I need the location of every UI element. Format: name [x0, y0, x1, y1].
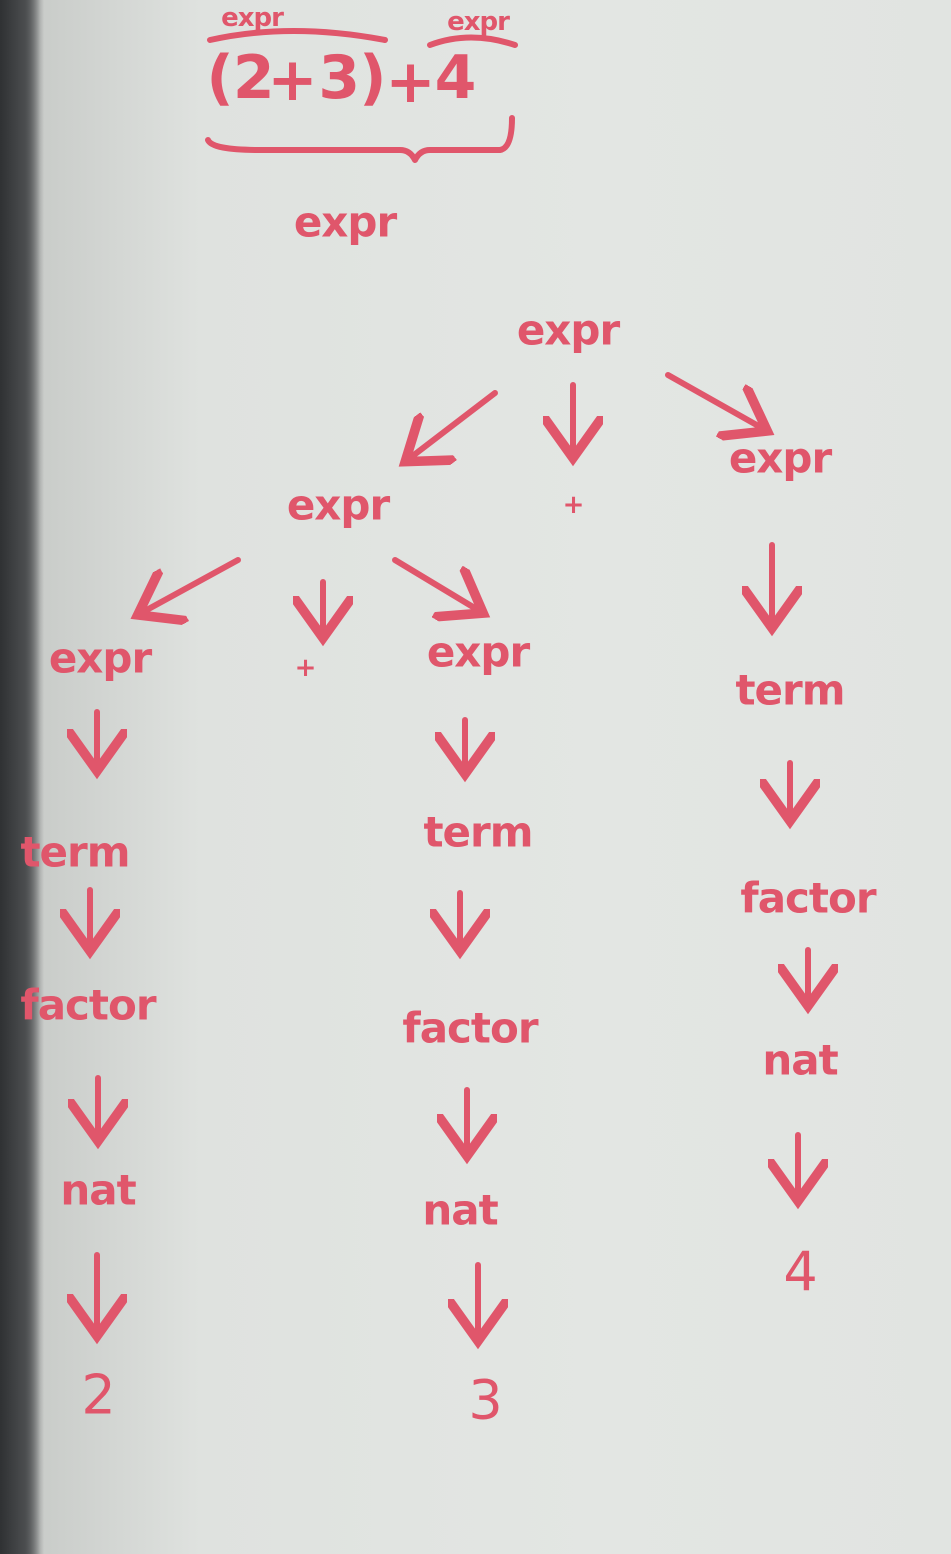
col2-leaf: 3: [468, 1368, 502, 1432]
col1-factor: factor: [20, 980, 156, 1030]
tree-right-expr: expr: [728, 433, 832, 483]
expr-open-two: (2: [206, 43, 274, 113]
overbrace-right: [427, 34, 518, 48]
col3-term: term: [735, 665, 845, 715]
tree-root-plus: +: [562, 490, 585, 520]
col1-term: term: [20, 827, 130, 877]
overbrace-left: [207, 28, 388, 43]
expr-plus-outer: +: [385, 47, 435, 117]
col2-nat: nat: [422, 1185, 498, 1235]
overbrace-label-right: expr: [447, 7, 510, 37]
tree-left-left-expr: expr: [48, 633, 152, 683]
col1-nat: nat: [60, 1165, 136, 1215]
arrow-root-left: [410, 390, 498, 458]
arrow-root-right: [665, 372, 762, 428]
col3-factor: factor: [740, 873, 876, 923]
tree-left-plus: +: [294, 653, 317, 683]
col2-term: term: [423, 807, 533, 857]
paper-edge-shadow: [0, 0, 44, 1554]
tree-left-right-expr: expr: [426, 627, 530, 677]
expr-plus-inner: +: [267, 45, 317, 115]
underbrace-label: expr: [293, 197, 397, 247]
col3-leaf: 4: [783, 1240, 817, 1304]
expr-four: 4: [434, 43, 477, 113]
col1-leaf: 2: [81, 1363, 115, 1427]
tree-root: expr: [516, 305, 620, 355]
arrow-left-left: [143, 557, 241, 612]
tree-left-expr: expr: [286, 480, 390, 530]
arrow-left-right: [392, 557, 478, 610]
expr-three-close: 3): [318, 43, 386, 113]
overbrace-label-left: expr: [221, 3, 284, 33]
col3-nat: nat: [762, 1035, 838, 1085]
underbrace: [205, 115, 515, 163]
col2-factor: factor: [402, 1003, 538, 1053]
